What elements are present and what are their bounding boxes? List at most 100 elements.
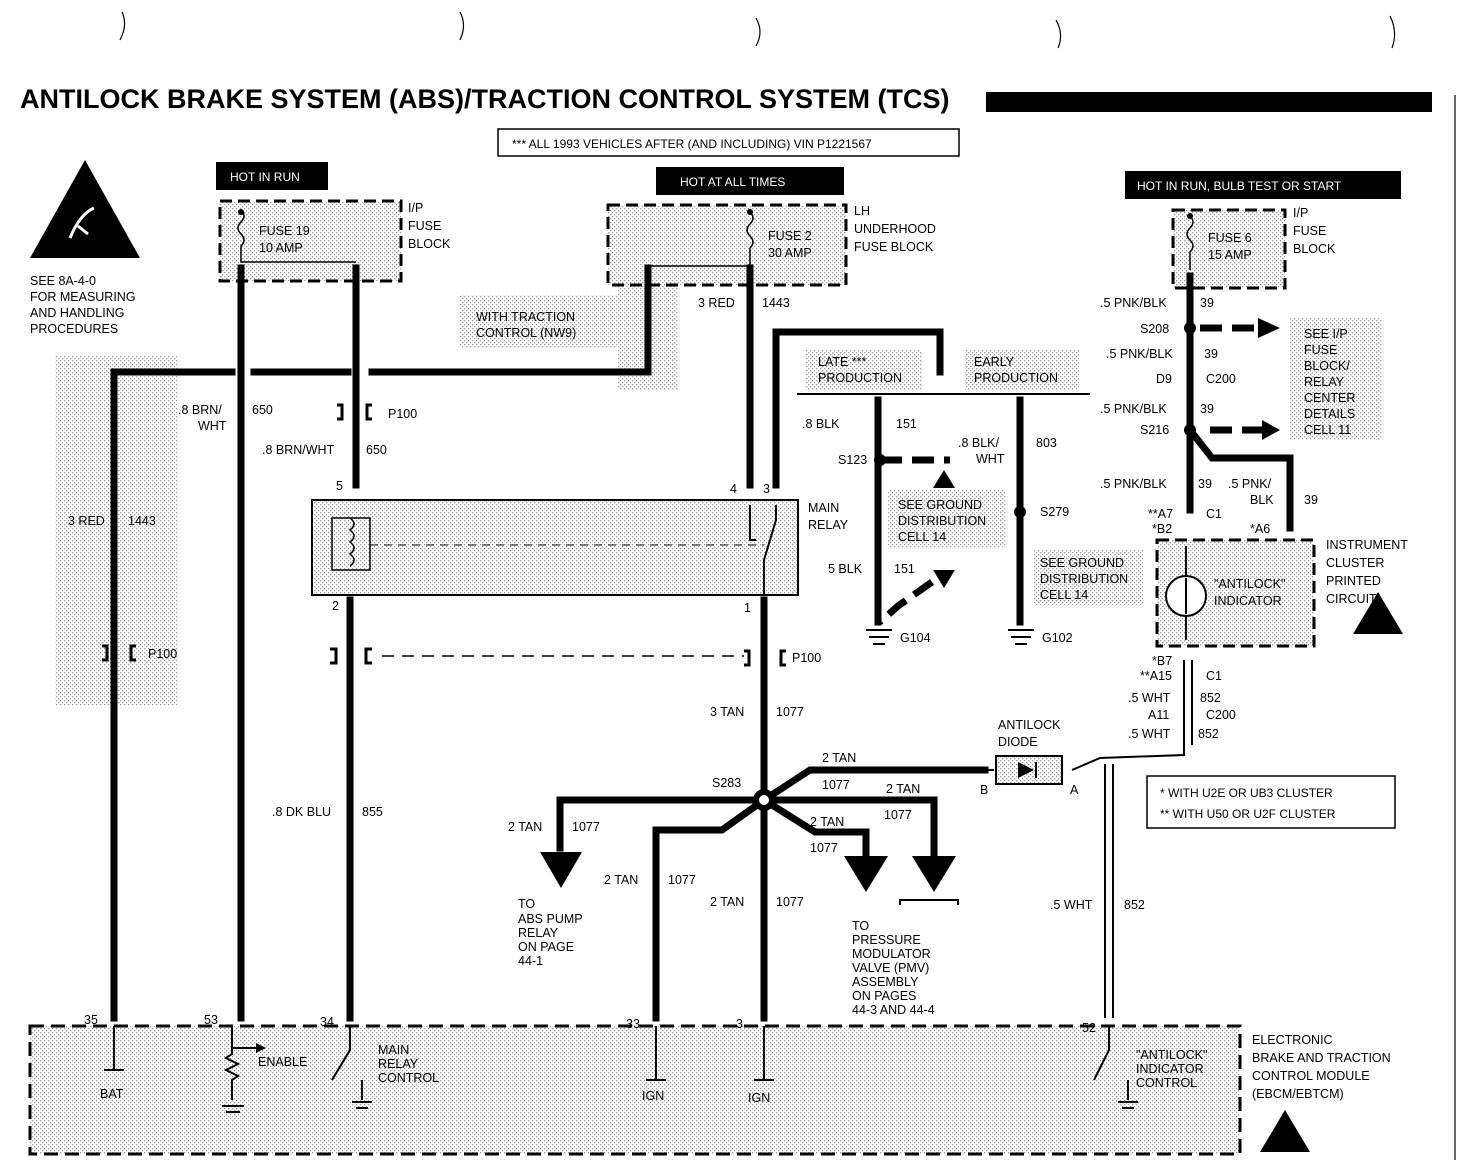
svg-text:1443: 1443 (762, 296, 790, 310)
svg-text:RELAY: RELAY (1304, 375, 1345, 389)
svg-text:2 TAN: 2 TAN (710, 895, 744, 909)
svg-text:A: A (1070, 783, 1079, 797)
svg-text:**A15: **A15 (1140, 669, 1172, 683)
svg-text:PRODUCTION: PRODUCTION (818, 371, 902, 385)
svg-text:*A6: *A6 (1250, 522, 1270, 536)
svg-text:**A7: **A7 (1148, 507, 1173, 521)
svg-text:SEE I/P: SEE I/P (1304, 327, 1348, 341)
wire-labels: 3 RED 1443 .8 BRN/ WHT 650 .8 BRN/WHT 65… (68, 296, 1318, 912)
svg-text:2 TAN: 2 TAN (822, 751, 856, 765)
svg-text:C1: C1 (1206, 669, 1222, 683)
main-relay-label-1: MAIN (808, 501, 839, 515)
svg-text:3: 3 (763, 482, 770, 496)
svg-text:803: 803 (1036, 436, 1057, 450)
svg-text:EARLY: EARLY (974, 355, 1015, 369)
svg-text:.8 BLK: .8 BLK (802, 417, 840, 431)
fuse-block-19: FUSE 19 10 AMP I/P FUSE BLOCK (218, 199, 451, 283)
svg-text:.5 WHT: .5 WHT (1128, 691, 1171, 705)
svg-text:852: 852 (1200, 691, 1221, 705)
svg-text:2 TAN: 2 TAN (886, 782, 920, 796)
svg-text:*B2: *B2 (1152, 522, 1172, 536)
svg-text:ABS PUMP: ABS PUMP (518, 912, 583, 926)
esd-warning-icon: SEE 8A-4-0 FOR MEASURING AND HANDLING PR… (30, 160, 140, 336)
fuse6-rating: 15 AMP (1208, 248, 1252, 262)
svg-text:852: 852 (1198, 727, 1219, 741)
svg-text:.5 PNK/: .5 PNK/ (1228, 477, 1272, 491)
svg-text:P100: P100 (148, 647, 177, 661)
svg-text:PRESSURE: PRESSURE (852, 933, 921, 947)
svg-text:1077: 1077 (884, 808, 912, 822)
fuse-block-6: FUSE 6 15 AMP I/P FUSE BLOCK (1171, 206, 1336, 290)
svg-text:IGN: IGN (748, 1091, 770, 1105)
svg-text:INSTRUMENT: INSTRUMENT (1326, 538, 1408, 552)
svg-text:35: 35 (84, 1013, 98, 1027)
svg-text:FUSE: FUSE (1304, 343, 1337, 357)
connector-labels: P100 P100 P100 C200 D9 C1 **A7 *B2 *A6 *… (148, 322, 1270, 797)
svg-text:TO: TO (518, 897, 535, 911)
ground-symbols (866, 629, 1034, 645)
svg-text:852: 852 (1124, 898, 1145, 912)
svg-text:2: 2 (332, 599, 339, 613)
svg-text:4: 4 (730, 482, 737, 496)
instrument-cluster (1155, 538, 1316, 648)
svg-text:.5 PNK/BLK: .5 PNK/BLK (1100, 477, 1167, 491)
svg-text:CELL 14: CELL 14 (898, 530, 946, 544)
svg-text:B: B (980, 783, 988, 797)
svg-text:1077: 1077 (776, 895, 804, 909)
svg-text:1077: 1077 (776, 705, 804, 719)
svg-text:WHT: WHT (976, 452, 1005, 466)
svg-text:SEE GROUND: SEE GROUND (898, 498, 982, 512)
legend-1: * WITH U2E OR UB3 CLUSTER (1160, 786, 1333, 800)
hot-at-all-times-label: HOT AT ALL TIMES (680, 175, 785, 189)
svg-text:FUSE BLOCK: FUSE BLOCK (854, 240, 934, 254)
svg-text:MAIN: MAIN (378, 1043, 409, 1057)
svg-text:151: 151 (896, 417, 917, 431)
hot-at-all-times-header (656, 167, 844, 195)
svg-text:ASSEMBLY: ASSEMBLY (852, 975, 919, 989)
svg-text:S216: S216 (1140, 423, 1169, 437)
hot-in-run-header (216, 162, 328, 190)
module-labels: 35 53 34 33 3 52 BAT ENABLE MAIN RELAY C… (84, 1013, 1391, 1105)
destination-arrows (540, 852, 956, 892)
svg-text:CONTROL: CONTROL (378, 1071, 439, 1085)
svg-text:C1: C1 (1206, 507, 1222, 521)
svg-text:S123: S123 (838, 453, 867, 467)
svg-text:3 RED: 3 RED (68, 514, 105, 528)
svg-text:.8 BLK/: .8 BLK/ (958, 436, 1000, 450)
fuse2-name: FUSE 2 (768, 229, 812, 243)
svg-text:855: 855 (362, 805, 383, 819)
vin-note-box (497, 128, 960, 157)
svg-text:2 TAN: 2 TAN (604, 873, 638, 887)
svg-text:CONTROL MODULE: CONTROL MODULE (1252, 1069, 1370, 1083)
arrow-a: A (860, 860, 872, 880)
legend-box (1146, 775, 1396, 829)
wires-dashed (877, 324, 1262, 625)
svg-text:A11: A11 (1148, 708, 1169, 722)
svg-text:LH: LH (854, 204, 870, 218)
ebcm-module (28, 592, 1403, 1156)
svg-text:VALVE (PMV): VALVE (PMV) (852, 961, 929, 975)
svg-text:CONTROL: CONTROL (1136, 1076, 1197, 1090)
svg-text:650: 650 (366, 443, 387, 457)
svg-text:5: 5 (336, 479, 343, 493)
svg-text:ANTILOCK: ANTILOCK (998, 718, 1061, 732)
svg-text:"ANTILOCK": "ANTILOCK" (1136, 1048, 1207, 1062)
svg-text:39: 39 (1200, 296, 1214, 310)
svg-text:.8 DK BLU: .8 DK BLU (272, 805, 331, 819)
svg-text:3 RED: 3 RED (698, 296, 735, 310)
svg-text:RELAY: RELAY (518, 926, 559, 940)
splices (753, 322, 1196, 811)
svg-text:UNDERHOOD: UNDERHOOD (854, 222, 936, 236)
svg-text:5 BLK: 5 BLK (828, 562, 863, 576)
svg-text:G104: G104 (900, 631, 931, 645)
svg-text:2 TAN: 2 TAN (508, 820, 542, 834)
svg-text:33: 33 (626, 1017, 640, 1031)
svg-text:P100: P100 (792, 651, 821, 665)
svg-text:FUSE: FUSE (408, 219, 441, 233)
svg-text:TO: TO (852, 919, 869, 933)
svg-text:P100: P100 (388, 407, 417, 421)
main-relay (311, 499, 799, 596)
svg-text:2 TAN: 2 TAN (810, 815, 844, 829)
svg-text:39: 39 (1204, 347, 1218, 361)
svg-text:CELL 14: CELL 14 (1040, 588, 1088, 602)
